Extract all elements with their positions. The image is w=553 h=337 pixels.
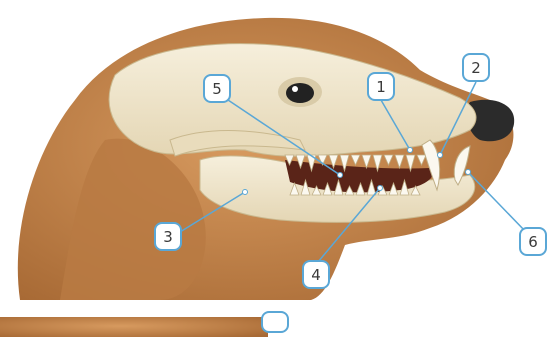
callout-6: 6 [520, 228, 546, 255]
eye [286, 83, 314, 103]
callout-2: 2 [463, 54, 489, 81]
callout-5: 5 [204, 75, 230, 102]
callout-3-label: 3 [163, 228, 173, 246]
callout-3: 3 [155, 223, 181, 250]
callout-5-label: 5 [212, 80, 222, 98]
callout-4-label: 4 [311, 266, 321, 284]
callout-4: 4 [303, 261, 329, 288]
callout-1-label: 1 [376, 78, 386, 96]
callout-6-label: 6 [528, 233, 538, 251]
cropped-image-strip [0, 300, 553, 337]
callout-2-label: 2 [471, 59, 481, 77]
callout-1: 1 [368, 73, 394, 100]
leader-line-6 [468, 172, 526, 232]
